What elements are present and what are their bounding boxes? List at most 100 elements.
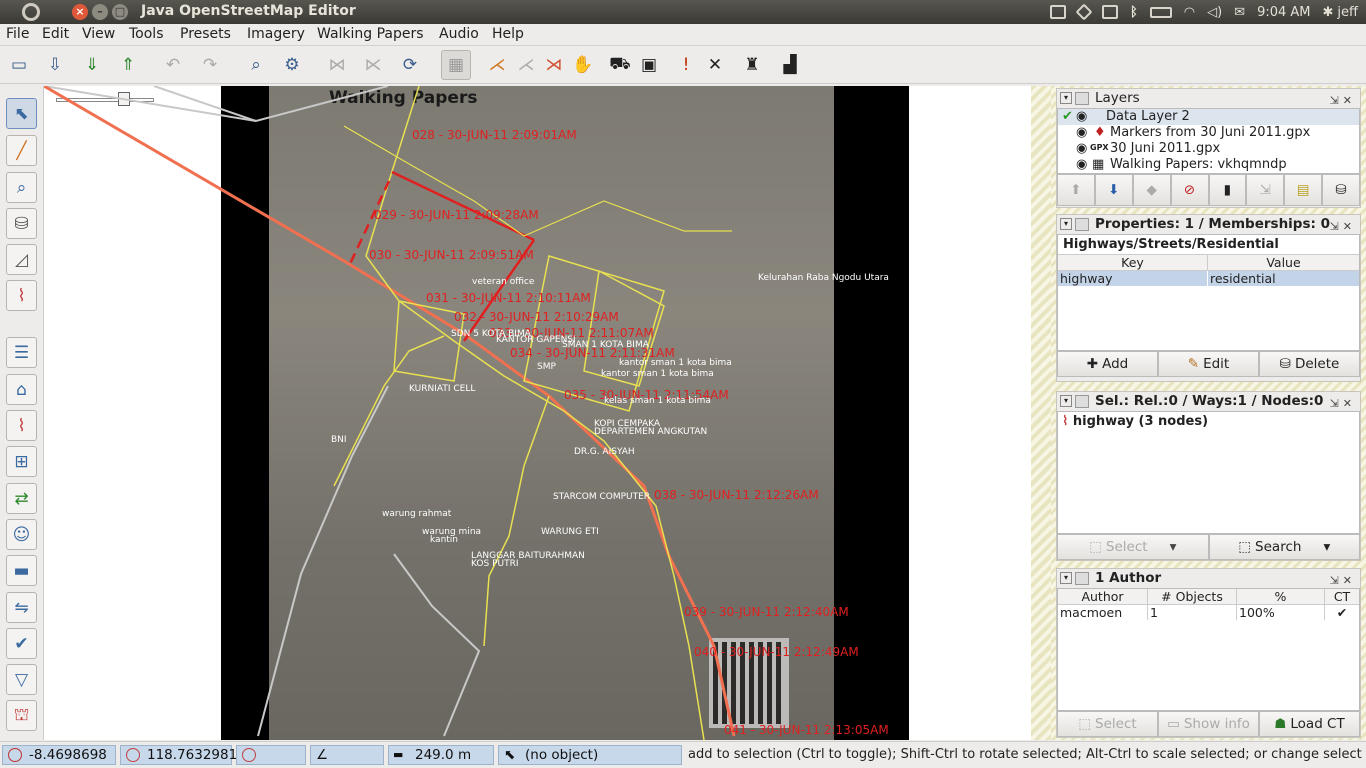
layer-item[interactable]: ✔◉Data Layer 2 bbox=[1058, 109, 1359, 125]
clock[interactable]: 9:04 AM bbox=[1257, 4, 1311, 20]
visible-eye-icon[interactable]: ◉ bbox=[1076, 141, 1088, 156]
menu-file[interactable]: File bbox=[6, 26, 30, 42]
warning-icon[interactable]: ! bbox=[682, 55, 690, 75]
conflict-toggle-icon[interactable]: ▬ bbox=[6, 555, 37, 586]
show-info-button[interactable]: ▭Show info bbox=[1158, 711, 1259, 737]
opacity-icon[interactable]: ▮ bbox=[1208, 174, 1247, 206]
bluetooth-icon[interactable]: ᛒ bbox=[1129, 4, 1138, 20]
bus-icon[interactable]: ▣ bbox=[640, 55, 658, 75]
combine-way-icon[interactable]: ⋉ bbox=[364, 55, 382, 75]
tag-key[interactable]: highway bbox=[1058, 271, 1208, 286]
collapse-icon[interactable]: ▾ bbox=[1060, 92, 1072, 104]
layers-toggle-icon[interactable]: ☰ bbox=[6, 337, 37, 368]
tag-row[interactable]: highway residential bbox=[1058, 271, 1359, 286]
ct-col[interactable]: CT bbox=[1333, 589, 1351, 604]
search-button[interactable]: ⬚Search▾ bbox=[1208, 534, 1360, 560]
battery-icon[interactable] bbox=[1149, 6, 1172, 18]
menu-view[interactable]: View bbox=[82, 26, 116, 42]
filter-toggle-icon[interactable]: ▽ bbox=[6, 664, 37, 695]
commands-toggle-icon[interactable]: ⇄ bbox=[6, 483, 37, 514]
delete-mode-icon[interactable]: ⛁ bbox=[6, 208, 37, 239]
objects-col[interactable]: # Objects bbox=[1148, 589, 1237, 604]
move-down-icon[interactable]: ⬇ bbox=[1094, 174, 1133, 206]
menu-tools[interactable]: Tools bbox=[129, 26, 164, 42]
menu-audio[interactable]: Audio bbox=[439, 26, 479, 42]
hand-icon[interactable]: ✋ bbox=[572, 55, 594, 75]
tag-value[interactable]: residential bbox=[1210, 271, 1276, 286]
ubuntu-logo-icon[interactable] bbox=[22, 3, 40, 21]
menu-walking-papers[interactable]: Walking Papers bbox=[317, 26, 424, 42]
select-button[interactable]: ⬚Select▾ bbox=[1057, 534, 1209, 560]
visible-eye-icon[interactable]: ◉ bbox=[1076, 157, 1088, 172]
close-window-button[interactable]: × bbox=[72, 4, 88, 20]
merge-icon[interactable]: ⇲ bbox=[1246, 174, 1285, 206]
tools-icon[interactable]: ✕ bbox=[707, 55, 723, 75]
parallel-mode-icon[interactable]: ◿ bbox=[6, 244, 37, 275]
dock-close-icons[interactable]: ⇲✕ bbox=[1329, 94, 1356, 107]
menu-presets[interactable]: Presets bbox=[180, 26, 231, 42]
authors-toggle-icon[interactable]: ☺ bbox=[6, 519, 37, 550]
minimize-window-button[interactable]: – bbox=[92, 4, 108, 20]
load-ct-button[interactable]: ☗Load CT bbox=[1259, 711, 1360, 737]
factory-icon[interactable]: ▟ bbox=[783, 55, 797, 75]
menu-help[interactable]: Help bbox=[492, 26, 524, 42]
car-icon[interactable]: ⛟ bbox=[609, 54, 631, 74]
wifi-icon[interactable]: ◠ bbox=[1183, 4, 1196, 20]
selection-toggle-icon[interactable]: ⌇ bbox=[6, 410, 37, 441]
activate-layer-icon[interactable]: ◆ bbox=[1132, 174, 1171, 206]
castle-icon[interactable]: ♜ bbox=[744, 55, 760, 75]
scale-slider[interactable] bbox=[56, 98, 154, 102]
add-tag-button[interactable]: ✚Add bbox=[1057, 351, 1158, 377]
display-icon[interactable] bbox=[1101, 5, 1118, 19]
printer-icon[interactable] bbox=[1049, 5, 1066, 19]
menu-imagery[interactable]: Imagery bbox=[247, 26, 305, 42]
map-view[interactable]: Walking Papers 0 87.9 m 028 - 30-JUN-11 … bbox=[44, 86, 1051, 740]
draw-mode-icon[interactable]: ╱ bbox=[6, 135, 37, 166]
ct-check-icon[interactable]: ✔ bbox=[1336, 605, 1348, 620]
imagery-toggle-icon[interactable]: ⛫ bbox=[6, 700, 37, 731]
dock-close-icons[interactable]: ⇲✕ bbox=[1329, 220, 1356, 233]
edit-tag-button[interactable]: ✎Edit bbox=[1158, 351, 1259, 377]
open-file-icon[interactable]: ▭ bbox=[10, 55, 28, 75]
road-preset-icon[interactable]: ⋌ bbox=[488, 55, 506, 75]
move-up-icon[interactable]: ⬆ bbox=[1057, 174, 1095, 206]
visible-eye-icon[interactable]: ◉ bbox=[1076, 109, 1088, 124]
zoom-mode-icon[interactable]: ⌕ bbox=[6, 172, 37, 203]
delete-layer-icon[interactable]: ⛁ bbox=[1322, 174, 1360, 206]
upload-icon[interactable]: ⇑ bbox=[120, 55, 136, 75]
collapse-icon[interactable]: ▾ bbox=[1060, 395, 1072, 407]
split-way-icon[interactable]: ⋈ bbox=[328, 55, 346, 75]
layer-item[interactable]: ◉♦Markers from 30 Juni 2011.gpx bbox=[1076, 125, 1311, 140]
footway-preset-icon[interactable]: ⋊ bbox=[545, 55, 563, 75]
relations-toggle-icon[interactable]: ⊞ bbox=[6, 446, 37, 477]
key-column-header[interactable]: Key bbox=[1058, 255, 1208, 270]
imagery-icon[interactable]: ▦ bbox=[441, 50, 471, 80]
layer-item[interactable]: ◉▦Walking Papers: vkhqmndp bbox=[1076, 157, 1287, 172]
refresh-icon[interactable]: ⟳ bbox=[402, 55, 418, 75]
save-icon[interactable]: ⇩ bbox=[47, 55, 63, 75]
dock-close-icons[interactable]: ⇲✕ bbox=[1329, 574, 1356, 587]
validator-toggle-icon[interactable]: ✔ bbox=[6, 628, 37, 659]
collapse-icon[interactable]: ▾ bbox=[1060, 218, 1072, 230]
volume-icon[interactable]: ◁) bbox=[1207, 4, 1223, 20]
properties-toggle-icon[interactable]: ⌂ bbox=[6, 374, 37, 405]
zoom-preferences-icon[interactable]: ⌕ bbox=[251, 55, 261, 75]
redo-icon[interactable]: ↷ bbox=[202, 55, 218, 75]
delete-tag-button[interactable]: ⛁Delete bbox=[1259, 351, 1360, 377]
dropbox-icon[interactable] bbox=[1075, 3, 1093, 21]
collapse-icon[interactable]: ▾ bbox=[1060, 572, 1072, 584]
gear-icon[interactable]: ✱ bbox=[1322, 4, 1334, 20]
selection-item[interactable]: ⌇ highway (3 nodes) bbox=[1062, 414, 1209, 429]
toggle-visibility-icon[interactable]: ⊘ bbox=[1170, 174, 1209, 206]
undo-icon[interactable]: ↶ bbox=[165, 55, 181, 75]
dock-close-icons[interactable]: ⇲✕ bbox=[1329, 397, 1356, 410]
author-select-button[interactable]: ⬚Select bbox=[1057, 711, 1158, 737]
user-name[interactable]: jeff bbox=[1337, 4, 1358, 20]
percent-col[interactable]: % bbox=[1237, 589, 1325, 604]
path-preset-icon[interactable]: ⋌ bbox=[517, 55, 535, 75]
preferences-icon[interactable]: ⚙ bbox=[284, 55, 300, 75]
improve-way-icon[interactable]: ⌇ bbox=[6, 280, 37, 311]
value-column-header[interactable]: Value bbox=[1266, 255, 1301, 270]
history-toggle-icon[interactable]: ⇋ bbox=[6, 592, 37, 623]
